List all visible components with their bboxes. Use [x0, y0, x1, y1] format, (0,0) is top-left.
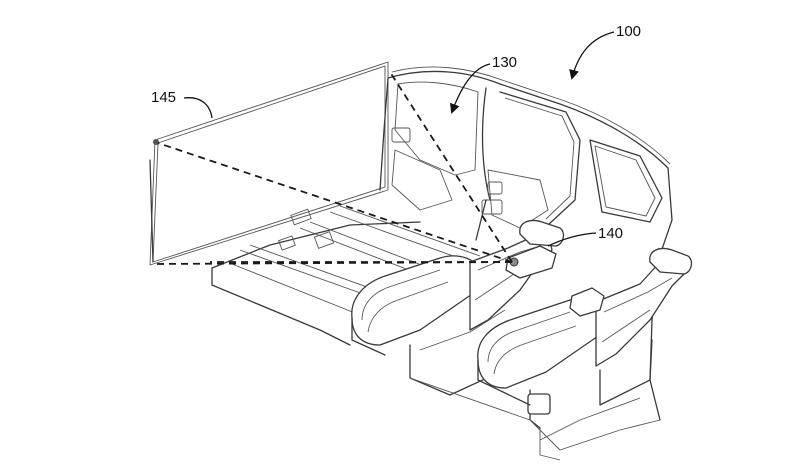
ref-label-130: 130 — [492, 54, 517, 71]
floor-plate — [409, 377, 661, 461]
rear-seat — [477, 247, 693, 441]
arrow-130 — [450, 63, 491, 114]
arrow-100 — [569, 31, 615, 80]
leader-lines — [183, 31, 615, 247]
leader-140 — [547, 232, 597, 247]
vehicle-body — [379, 66, 673, 421]
projection-beams — [152, 71, 513, 265]
leader-145 — [183, 97, 213, 119]
projection-screen — [149, 61, 389, 266]
ref-label-140: 140 — [598, 225, 623, 242]
ref-label-100: 100 — [616, 23, 641, 40]
ref-label-145: 145 — [151, 89, 176, 106]
screen-corner-mark — [153, 139, 159, 145]
